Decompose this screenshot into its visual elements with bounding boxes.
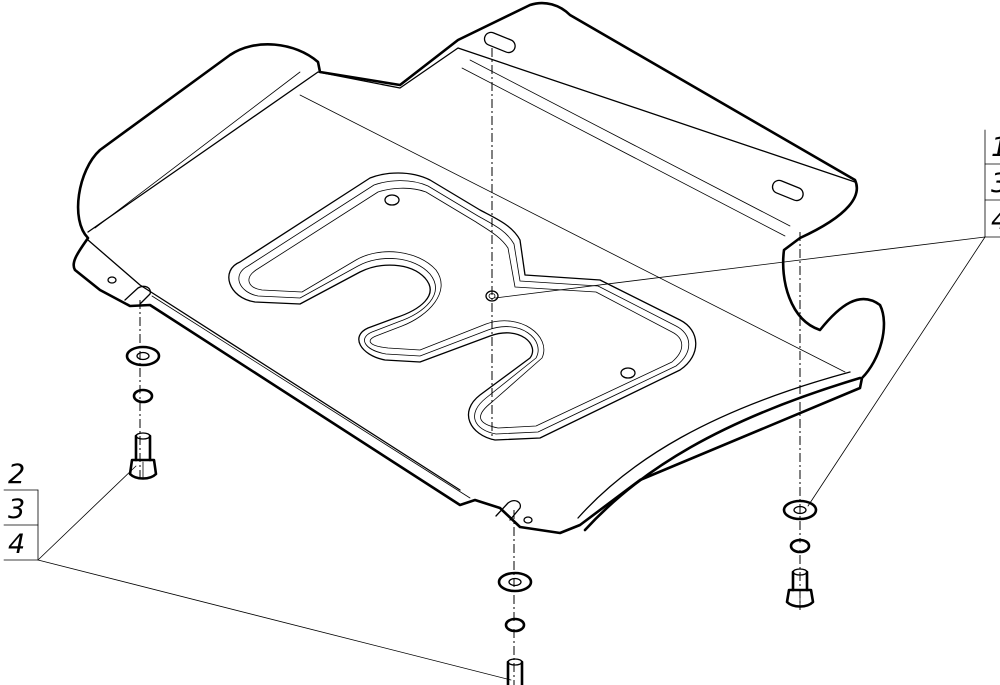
plate-crease-left bbox=[94, 71, 301, 229]
plate-bend-right-2 bbox=[461, 67, 786, 237]
bolt-icon bbox=[785, 568, 815, 608]
callout-label: 3 bbox=[8, 494, 25, 525]
plate-front-flange-inner bbox=[151, 295, 471, 499]
callout-label: 3 bbox=[991, 168, 1000, 199]
spring-washer-icon bbox=[789, 538, 811, 554]
stiffening-rib bbox=[228, 172, 697, 441]
flat-washer-icon bbox=[497, 571, 533, 593]
plate-crease-top bbox=[87, 47, 856, 233]
spring-washer-icon bbox=[504, 617, 526, 633]
notch-front bbox=[495, 500, 521, 521]
fastener-front bbox=[497, 571, 533, 685]
leader-line bbox=[807, 236, 986, 507]
callout-label: 4 bbox=[991, 205, 1000, 236]
bolt-icon bbox=[128, 432, 158, 480]
skid-plate bbox=[72, 1, 886, 535]
hole-front bbox=[523, 516, 533, 524]
slot-right bbox=[771, 179, 804, 202]
plate-rear-bend bbox=[299, 94, 846, 373]
callout-right: 1 3 4 bbox=[494, 129, 1000, 507]
slot-top bbox=[483, 31, 516, 54]
callout-label: 4 bbox=[8, 529, 25, 560]
bolt-icon bbox=[506, 658, 524, 685]
plate-front-flange bbox=[87, 239, 461, 491]
plate-rear-flange bbox=[583, 376, 862, 532]
plate-rear-flange-inner bbox=[577, 371, 851, 519]
callout-label: 2 bbox=[8, 459, 25, 490]
spring-washer-icon bbox=[132, 388, 154, 404]
leader-line bbox=[37, 559, 512, 681]
fastener-left bbox=[125, 345, 161, 480]
plate-outline bbox=[72, 1, 886, 535]
hole-center-right bbox=[620, 367, 636, 379]
hole-left bbox=[107, 276, 117, 284]
fastener-right bbox=[782, 499, 818, 608]
flat-washer-icon bbox=[782, 499, 818, 521]
leader-line bbox=[37, 465, 137, 561]
plate-bend-right bbox=[469, 59, 791, 227]
center-lines bbox=[139, 48, 801, 685]
callout-left: 2 3 4 bbox=[3, 459, 512, 681]
notch-left bbox=[124, 285, 151, 305]
leader-line bbox=[494, 236, 986, 299]
hole-center-top bbox=[384, 194, 400, 206]
callout-label: 1 bbox=[991, 132, 1000, 163]
flat-washer-icon bbox=[125, 345, 161, 367]
